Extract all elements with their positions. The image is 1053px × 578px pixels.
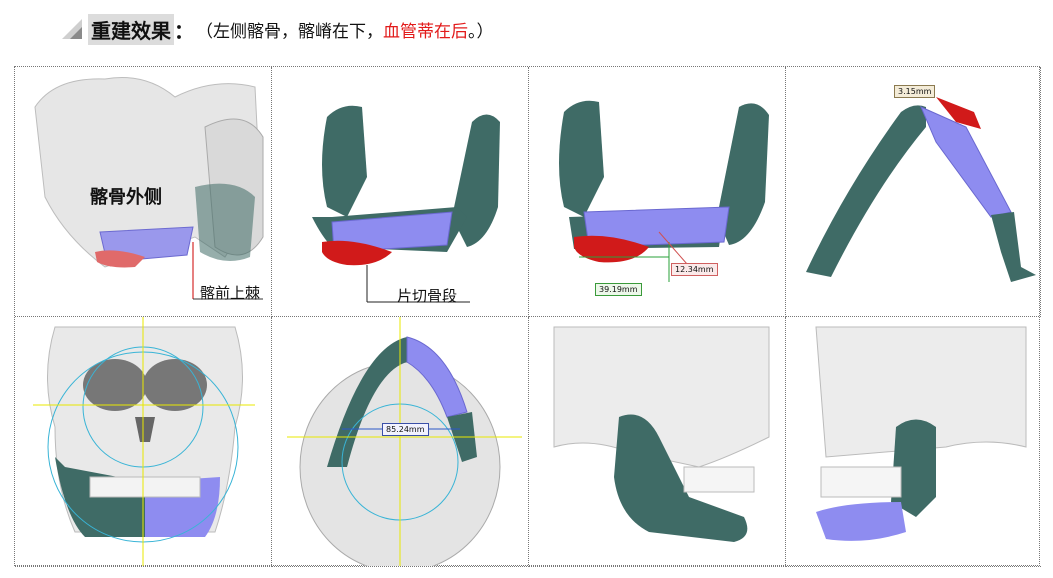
measure-label-a: 12.34mm bbox=[671, 263, 718, 276]
panel-3-render bbox=[559, 100, 769, 282]
panel-3: 12.34mm 39.19mm bbox=[529, 67, 786, 317]
panel-7-render bbox=[553, 326, 770, 542]
panel-5-render bbox=[33, 317, 255, 566]
panel-7 bbox=[529, 317, 786, 567]
label-ilium-outer: 髂骨外侧 bbox=[90, 187, 162, 208]
triangle-bullet-icon bbox=[62, 19, 82, 39]
note-prefix: （左侧髂骨，髂嵴在下， bbox=[196, 21, 383, 42]
note-suffix: 。） bbox=[468, 21, 494, 42]
panel-4: 3.15mm bbox=[786, 67, 1041, 317]
heading-colon: ： bbox=[174, 18, 194, 43]
panel-6: 85.24mm bbox=[272, 317, 529, 567]
panel-4-render bbox=[806, 97, 1036, 282]
panel-8 bbox=[786, 317, 1041, 567]
panel-1-render bbox=[34, 76, 264, 300]
heading-label: 重建效果 bbox=[88, 13, 174, 45]
measure-label-top: 3.15mm bbox=[894, 85, 936, 98]
heading-note: （左侧髂骨，髂嵴在下，血管蒂在后。） bbox=[196, 17, 494, 42]
image-grid: 髂骨外侧 髂前上棘 片切骨段 12.34mm 39.19mm bbox=[14, 66, 1041, 567]
panel-6-render bbox=[287, 317, 522, 566]
measure-label-b: 39.19mm bbox=[595, 283, 642, 296]
panel-5 bbox=[15, 317, 272, 567]
panel-2-render bbox=[312, 105, 500, 303]
label-slice-segment: 片切骨段 bbox=[397, 287, 458, 305]
label-asis: 髂前上棘 bbox=[200, 284, 261, 302]
panel-2: 片切骨段 bbox=[272, 67, 529, 317]
panel-8-render bbox=[815, 326, 1027, 541]
panel-1: 髂骨外侧 髂前上棘 bbox=[15, 67, 272, 317]
section-heading: 重建效果 ： （左侧髂骨，髂嵴在下，血管蒂在后。） bbox=[60, 12, 494, 46]
measure-label-width: 85.24mm bbox=[382, 423, 429, 436]
note-red: 血管蒂在后 bbox=[383, 21, 468, 42]
